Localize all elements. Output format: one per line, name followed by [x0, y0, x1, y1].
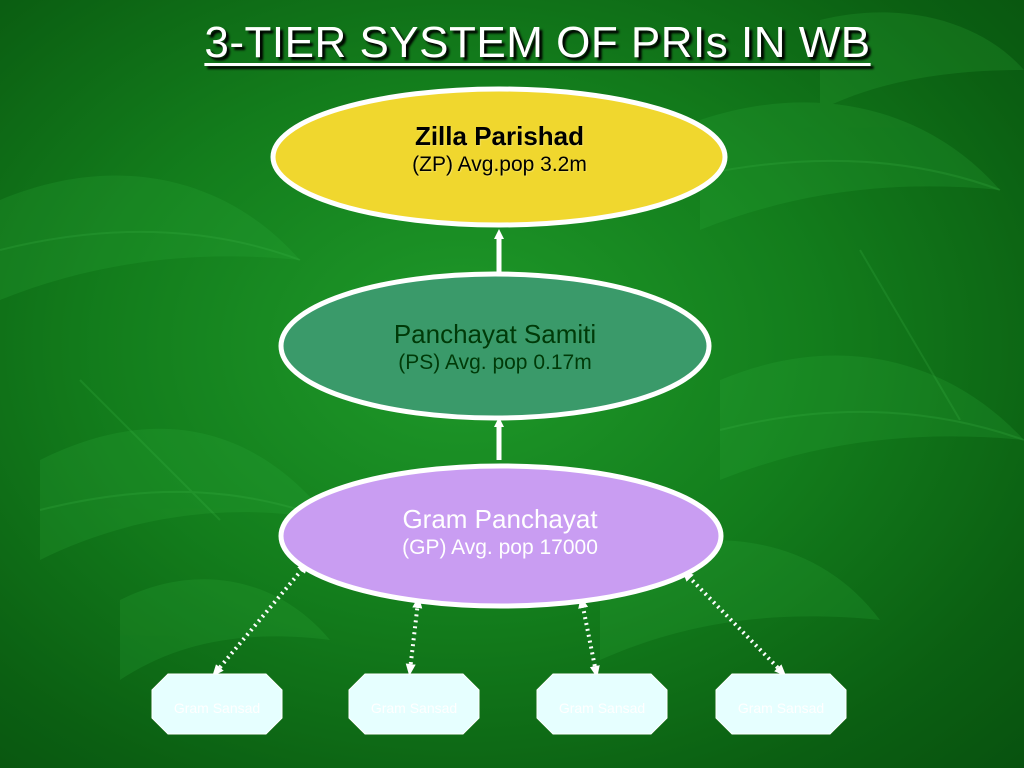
gram-sansad-label-1: Gram Sansad	[173, 700, 261, 716]
gram-sansad-node-2	[348, 673, 480, 735]
gram-panchayat-node	[278, 463, 724, 609]
gram-panchayat-detail: (GP) Avg. pop 17000	[402, 536, 598, 559]
panchayat-samiti-label: Panchayat Samiti (PS) Avg. pop 0.17m	[280, 318, 710, 376]
connector-sansad-3	[578, 596, 600, 678]
gram-sansad-label-4: Gram Sansad	[737, 700, 825, 716]
slide-title: 3-TIER SYSTEM OF PRIs IN WB	[204, 18, 871, 67]
connector-sansad-1	[212, 561, 309, 677]
panchayat-samiti-node	[278, 271, 712, 421]
zilla-parishad-node	[270, 86, 728, 228]
gram-sansad-node-4	[715, 673, 847, 735]
gram-sansad-node-3	[536, 673, 668, 735]
connector-sansad-2	[405, 596, 423, 676]
zilla-parishad-detail: (ZP) Avg.pop 3.2m	[412, 153, 587, 176]
zilla-parishad-label: Zilla Parishad (ZP) Avg.pop 3.2m	[272, 120, 727, 178]
gram-sansad-label-2: Gram Sansad	[370, 700, 458, 716]
gram-sansad-node-1	[151, 673, 283, 735]
connector-sansad-4	[681, 569, 787, 677]
panchayat-samiti-detail: (PS) Avg. pop 0.17m	[398, 351, 592, 374]
zilla-parishad-name: Zilla Parishad	[414, 121, 585, 151]
gram-panchayat-name: Gram Panchayat	[402, 504, 598, 534]
gram-sansad-label-3: Gram Sansad	[558, 700, 646, 716]
gram-panchayat-label: Gram Panchayat (GP) Avg. pop 17000	[280, 503, 720, 561]
panchayat-samiti-name: Panchayat Samiti	[393, 319, 597, 349]
